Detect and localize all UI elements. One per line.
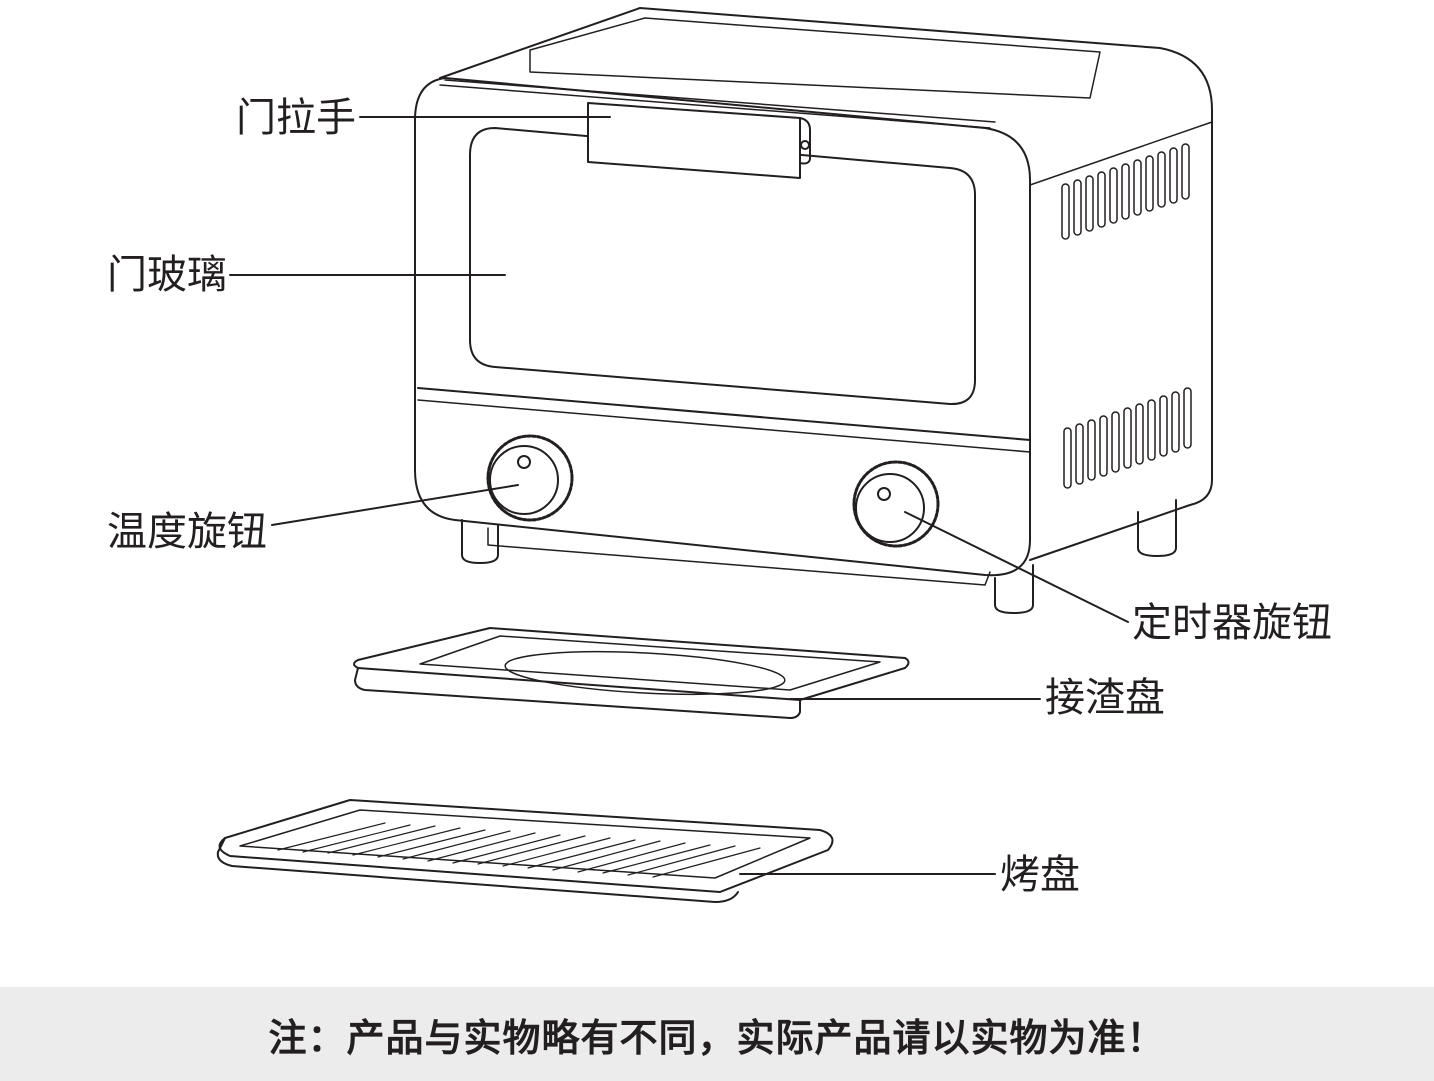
- crumb-tray: [353, 627, 910, 719]
- timer-knob: [852, 460, 940, 548]
- label-temperature-knob: 温度旋钮: [107, 509, 267, 555]
- label-baking-tray: 烤盘: [1000, 852, 1080, 898]
- baking-tray: [216, 799, 834, 903]
- door-glass: [469, 127, 976, 406]
- footer-note-bar: 注：产品与实物略有不同，实际产品请以实物为准！: [0, 987, 1434, 1081]
- label-crumb-tray: 接渣盘: [1045, 675, 1165, 721]
- door-handle: [587, 102, 811, 179]
- leader-lines: [229, 116, 1129, 875]
- leader-temp-knob: [271, 484, 519, 526]
- footer-note: 注：产品与实物略有不同，实际产品请以实物为准！: [268, 1015, 1166, 1060]
- oven-diagram: [216, 7, 1213, 903]
- temperature-knob: [486, 434, 574, 522]
- label-door-glass: 门玻璃: [107, 252, 227, 298]
- side-vents-lower: [1063, 387, 1192, 489]
- leader-timer-knob: [904, 511, 1129, 623]
- door-bottom-edge: [417, 387, 1031, 441]
- side-vents-upper: [1061, 143, 1190, 240]
- oven-body: [414, 7, 1213, 586]
- label-timer-knob: 定时器旋钮: [1132, 600, 1332, 646]
- label-door-handle: 门拉手: [236, 95, 356, 141]
- oven-feet: [461, 499, 1177, 614]
